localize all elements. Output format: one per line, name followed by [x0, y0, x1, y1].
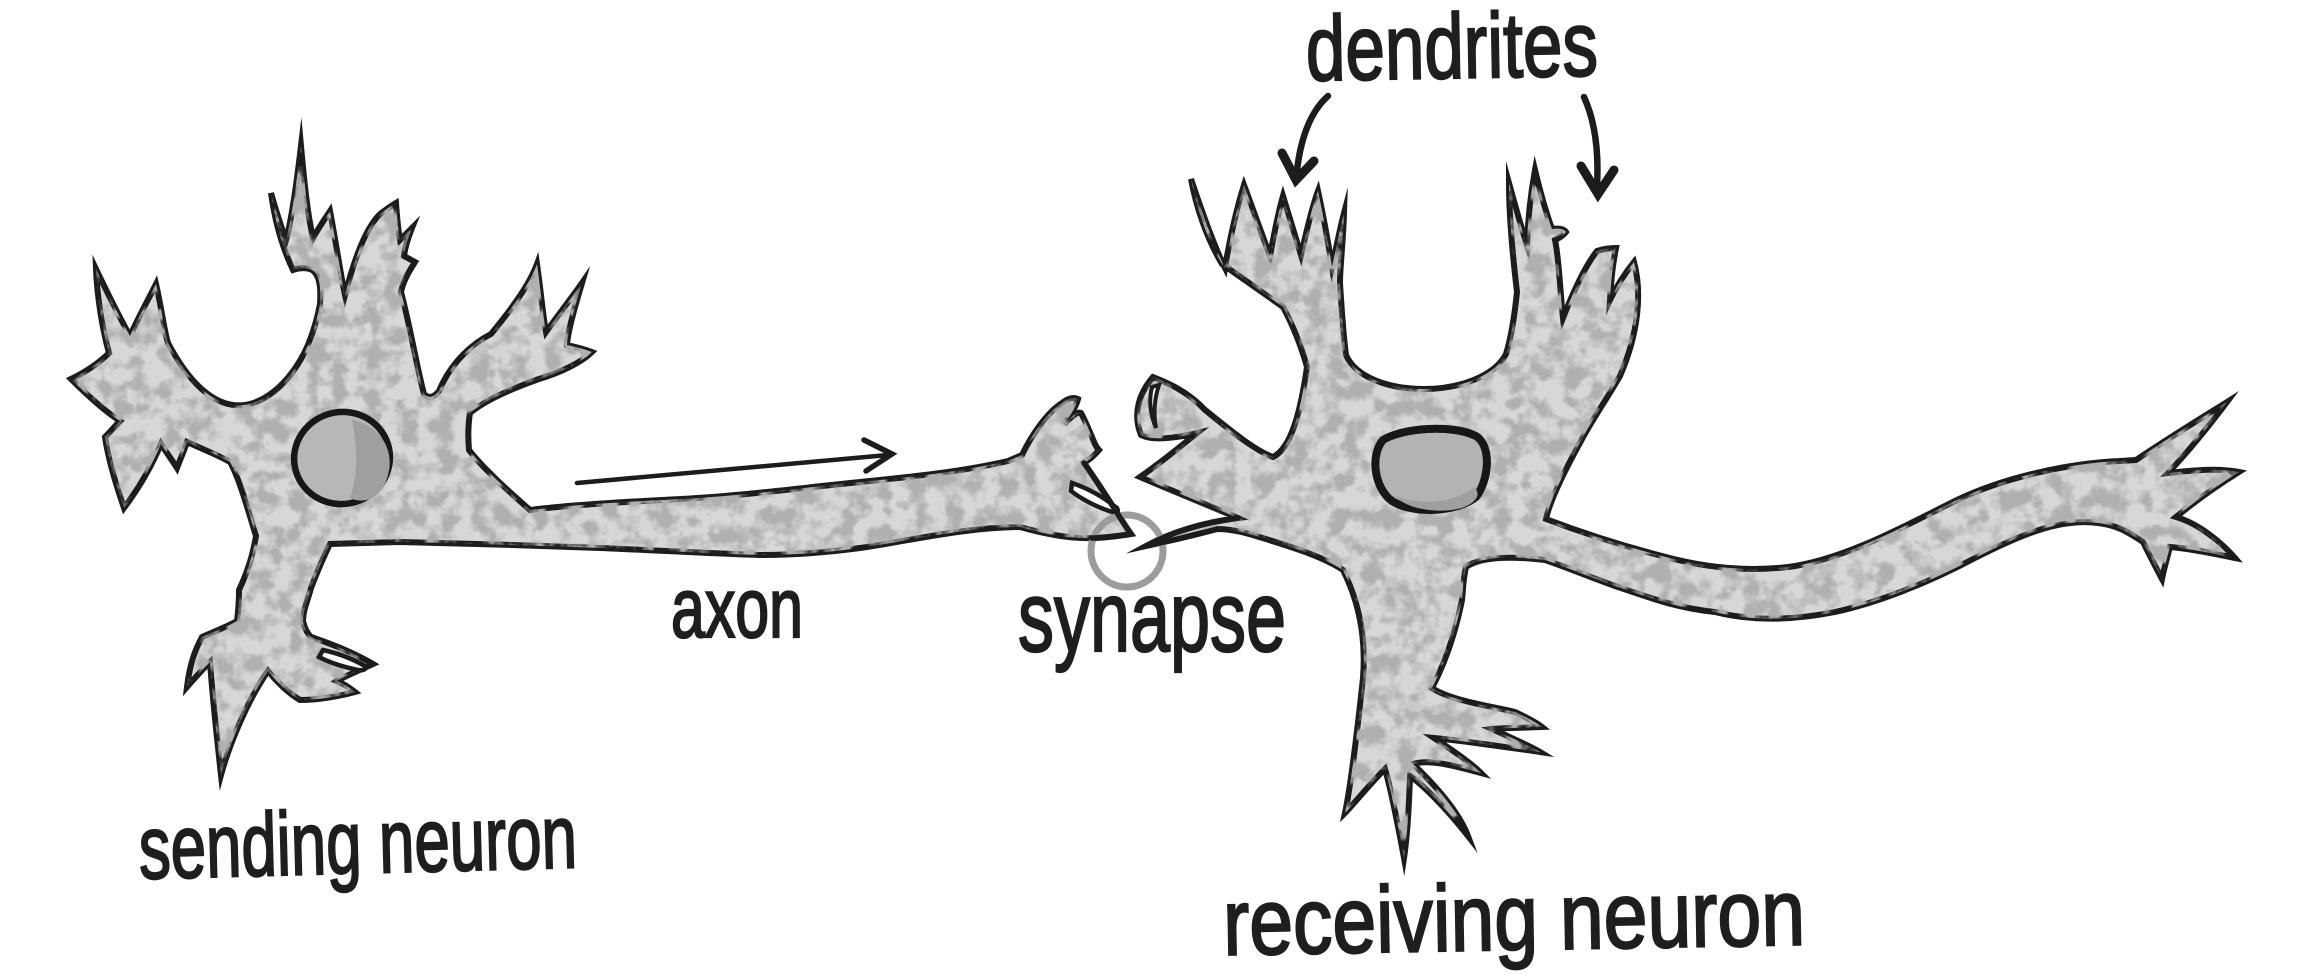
svg-text:receiving neuron: receiving neuron	[1222, 860, 1806, 975]
svg-text:axon: axon	[671, 561, 803, 655]
svg-text:dendrites: dendrites	[1305, 0, 1599, 101]
svg-text:sending neuron: sending neuron	[138, 787, 578, 898]
svg-text:synapse: synapse	[1018, 561, 1286, 673]
